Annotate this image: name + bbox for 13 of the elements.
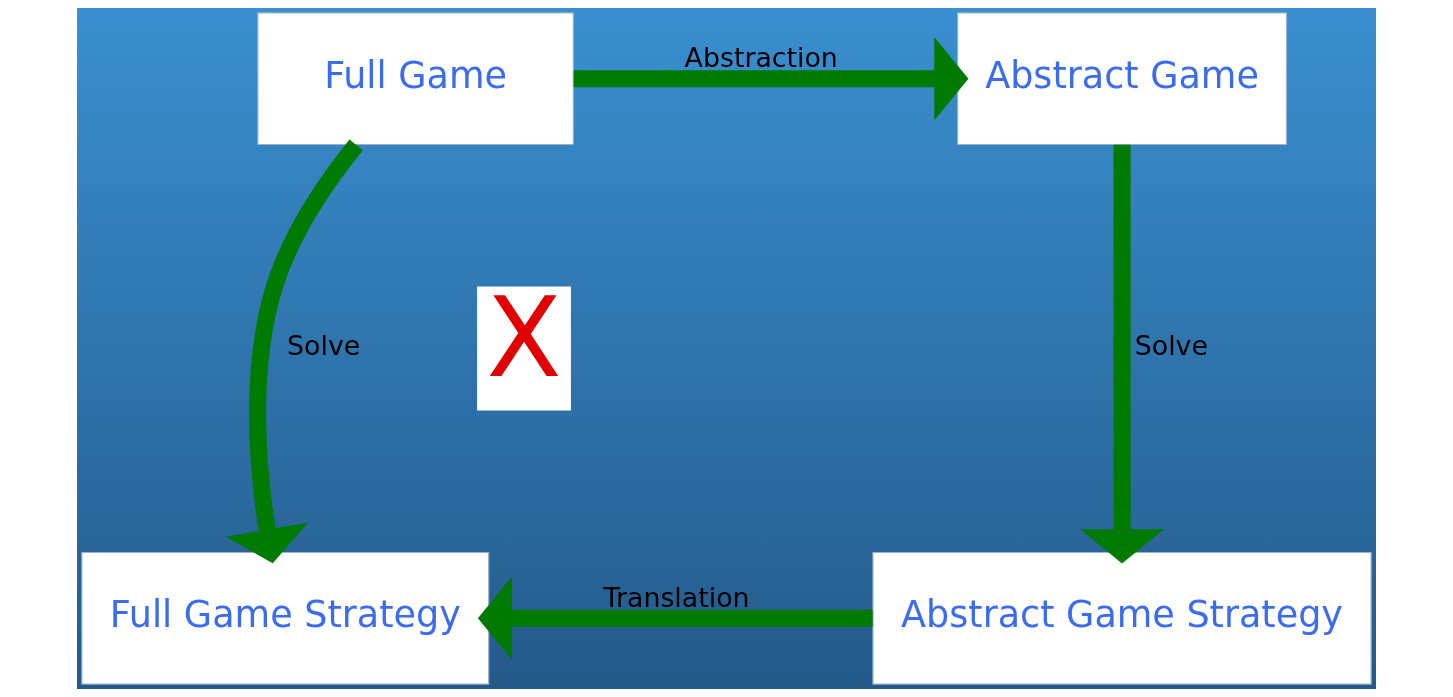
edge-label: Translation: [603, 581, 750, 613]
edge-label: Solve: [1134, 330, 1208, 362]
node-box: Abstract Game: [957, 12, 1288, 146]
arrow: [477, 576, 873, 661]
edge-label: Abstraction: [684, 42, 838, 74]
node-box: Full Game Strategy: [81, 551, 490, 685]
arrow: [573, 36, 969, 121]
label: X: [486, 273, 562, 402]
node-box: Full Game: [257, 12, 574, 146]
node-box: Abstract Game Strategy: [872, 551, 1372, 685]
arrow: [225, 139, 363, 564]
edge-label: Solve: [287, 330, 361, 362]
arrow: [1080, 144, 1164, 564]
